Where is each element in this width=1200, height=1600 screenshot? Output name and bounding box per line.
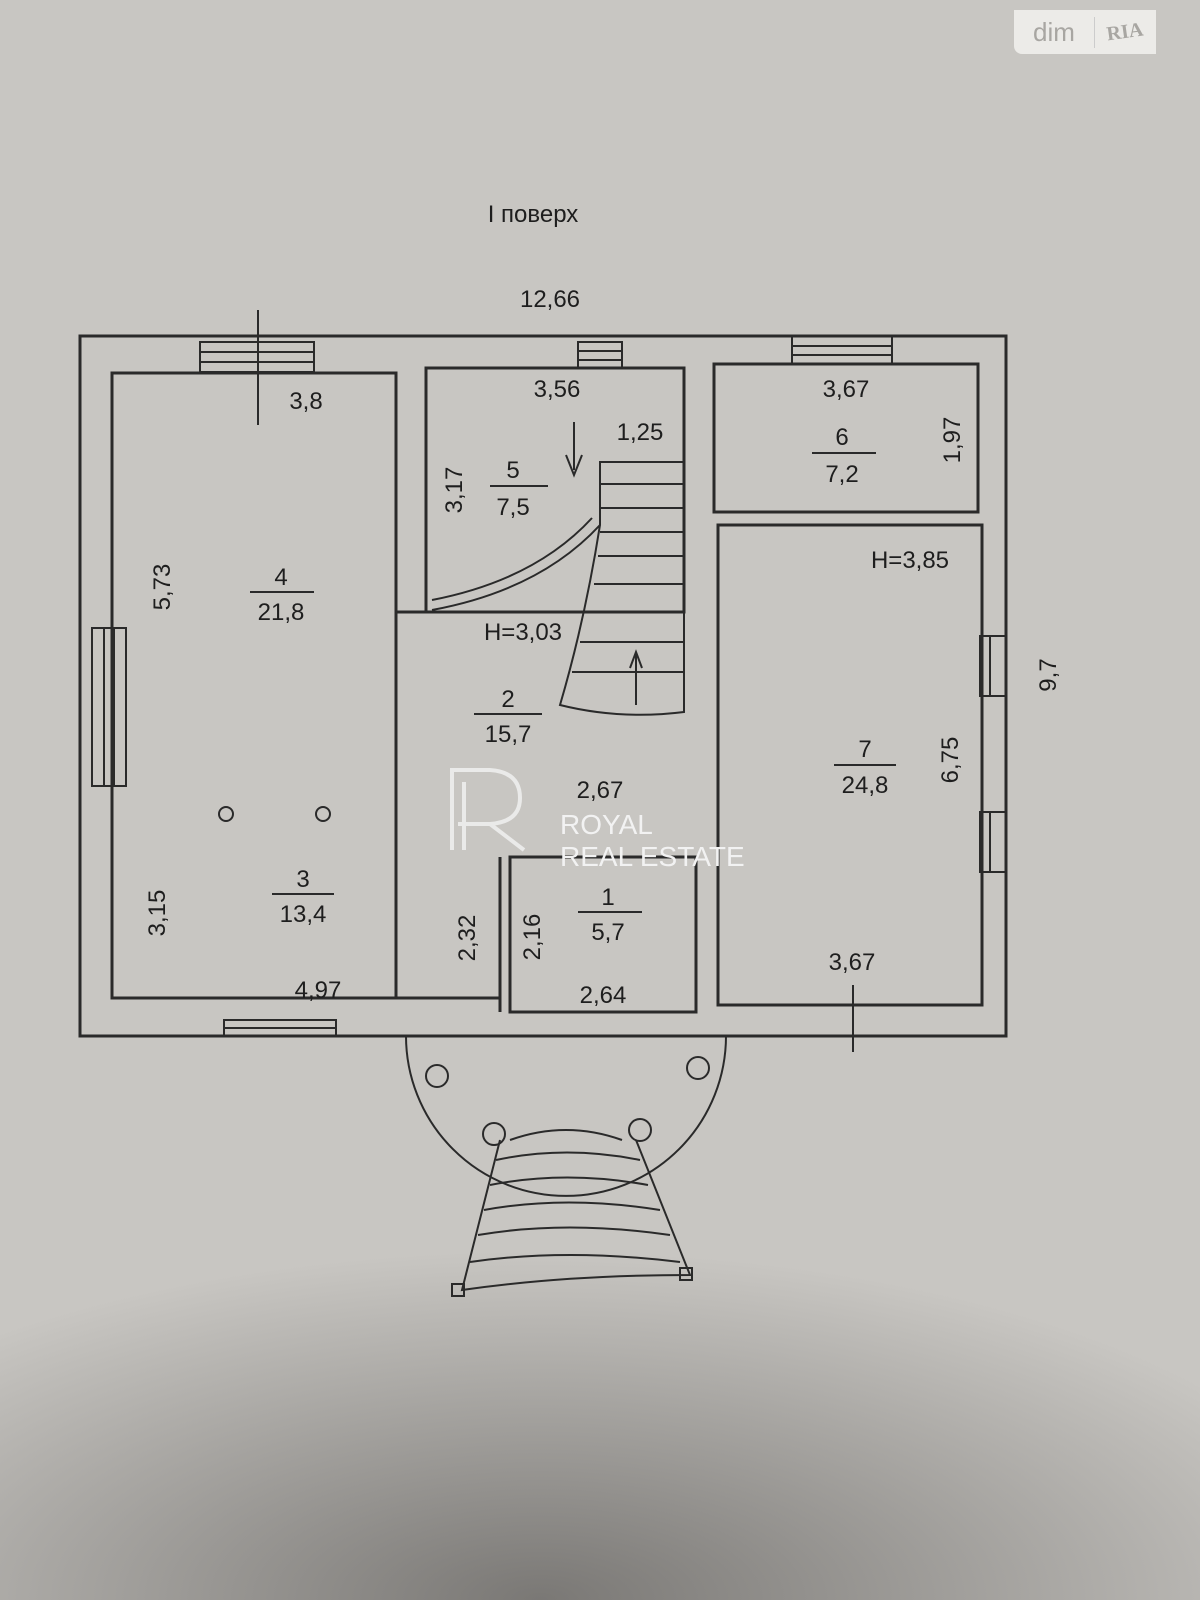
room-7: 724,8 bbox=[834, 736, 896, 799]
room-3: 313,4 bbox=[272, 866, 334, 928]
svg-text:4,97: 4,97 bbox=[295, 977, 342, 1004]
room-2: 215,7 bbox=[474, 686, 542, 748]
svg-text:2: 2 bbox=[501, 686, 514, 713]
royal-real-estate-watermark: ROYAL REAL ESTATE bbox=[450, 768, 745, 872]
svg-text:3,67: 3,67 bbox=[829, 949, 876, 976]
svg-text:2,16: 2,16 bbox=[519, 914, 546, 961]
royal-r-monogram-icon bbox=[450, 768, 526, 852]
svg-text:5,73: 5,73 bbox=[149, 564, 176, 611]
svg-text:7,5: 7,5 bbox=[496, 494, 529, 521]
dim-ria-logo: dim RIA bbox=[1014, 10, 1156, 54]
logo-dim: dim bbox=[1014, 16, 1095, 48]
hall-height: H=3,03 bbox=[484, 619, 562, 646]
svg-text:3,56: 3,56 bbox=[534, 376, 581, 403]
overall-height: 9,7 bbox=[1035, 658, 1062, 691]
svg-text:3,15: 3,15 bbox=[144, 890, 171, 937]
svg-text:1: 1 bbox=[601, 884, 614, 911]
svg-text:7: 7 bbox=[858, 736, 871, 763]
svg-text:3: 3 bbox=[296, 866, 309, 893]
svg-text:5: 5 bbox=[506, 457, 519, 484]
svg-text:3,8: 3,8 bbox=[289, 388, 322, 415]
staircase bbox=[431, 422, 685, 716]
svg-text:4: 4 bbox=[274, 564, 287, 591]
room-6: 67,2 bbox=[812, 424, 876, 488]
logo-ria: RIA bbox=[1105, 18, 1145, 45]
svg-text:3,67: 3,67 bbox=[823, 376, 870, 403]
overall-width: 12,66 bbox=[520, 286, 580, 313]
room-5: 57,5 bbox=[490, 457, 548, 521]
svg-text:3,17: 3,17 bbox=[441, 467, 468, 514]
svg-text:ROYAL: ROYAL bbox=[560, 809, 653, 840]
svg-text:2,32: 2,32 bbox=[454, 915, 481, 962]
room-4: 421,8 bbox=[250, 564, 314, 626]
svg-text:6,75: 6,75 bbox=[937, 737, 964, 784]
svg-text:24,8: 24,8 bbox=[842, 772, 889, 799]
photo-shadow bbox=[0, 1100, 1200, 1600]
svg-text:7,2: 7,2 bbox=[825, 461, 858, 488]
svg-text:1,25: 1,25 bbox=[617, 419, 664, 446]
svg-text:2,67: 2,67 bbox=[577, 777, 624, 804]
room7-height: H=3,85 bbox=[871, 547, 949, 574]
svg-text:1,97: 1,97 bbox=[939, 417, 966, 464]
svg-text:21,8: 21,8 bbox=[258, 599, 305, 626]
svg-text:REAL ESTATE: REAL ESTATE bbox=[560, 841, 745, 872]
entrance-porch bbox=[218, 806, 727, 1297]
room-1: 15,7 bbox=[578, 884, 642, 946]
svg-text:5,7: 5,7 bbox=[591, 919, 624, 946]
svg-text:13,4: 13,4 bbox=[280, 901, 327, 928]
windows bbox=[91, 310, 1007, 1052]
svg-text:6: 6 bbox=[835, 424, 848, 451]
room-labels: 15,7 215,7 313,4 421,8 57,5 67,2 724,8 bbox=[250, 424, 896, 946]
dimension-labels: 3,8 5,73 3,56 3,17 1,25 3,67 1,97 3,15 4… bbox=[144, 376, 966, 1009]
svg-text:2,64: 2,64 bbox=[580, 982, 627, 1009]
svg-text:15,7: 15,7 bbox=[485, 721, 532, 748]
floor-title: I поверх bbox=[488, 201, 579, 228]
